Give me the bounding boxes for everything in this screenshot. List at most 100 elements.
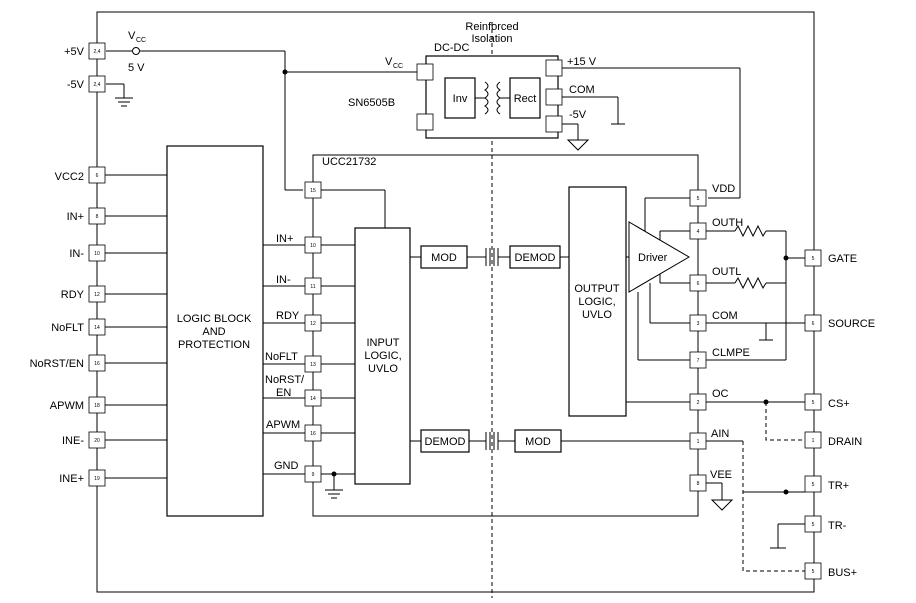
svg-text:20: 20 bbox=[94, 438, 100, 444]
svg-text:CS+: CS+ bbox=[828, 398, 850, 410]
ic-pin-vdd: 5 VDD bbox=[689, 183, 735, 207]
svg-text:CLMPE: CLMPE bbox=[712, 347, 750, 359]
left-pin-in-minus: IN- 10 bbox=[69, 244, 167, 262]
svg-text:19: 19 bbox=[94, 476, 100, 482]
svg-text:5: 5 bbox=[812, 569, 815, 575]
svg-text:EN: EN bbox=[276, 387, 291, 399]
svg-text:AIN: AIN bbox=[711, 428, 729, 440]
svg-text:+15 V: +15 V bbox=[567, 56, 597, 68]
right-pin-tr-minus: 5 TR- bbox=[804, 515, 847, 533]
driver-label: Driver bbox=[638, 252, 668, 264]
dcdc-module: DC-DC V CC Inv Rect +15 V COM -5V SN6505… bbox=[348, 42, 597, 139]
ic-pin-outl: 6 OUTL bbox=[689, 266, 741, 292]
isolation-label-line2: Isolation bbox=[472, 33, 513, 45]
svg-text:10: 10 bbox=[94, 251, 100, 257]
logic-block bbox=[166, 145, 264, 517]
ic-pin-clmpe: 7 CLMPE bbox=[689, 347, 750, 369]
ic-name: UCC21732 bbox=[322, 156, 376, 168]
svg-text:PROTECTION: PROTECTION bbox=[178, 339, 250, 351]
left-pin-noflt: NoFLT 14 bbox=[51, 318, 167, 336]
left-pin-apwm: APWM 18 bbox=[50, 396, 167, 414]
svg-text:MOD: MOD bbox=[525, 436, 551, 448]
vee-ground-icon-bottom bbox=[710, 499, 734, 511]
svg-text:TR-: TR- bbox=[828, 520, 847, 532]
ic-pin-norst-en: NoRST/ EN 14 bbox=[263, 374, 355, 407]
svg-text:DRAIN: DRAIN bbox=[828, 436, 862, 448]
svg-text:5: 5 bbox=[812, 400, 815, 406]
left-pin-plus5v: +5V 2,4 bbox=[64, 42, 106, 60]
svg-text:8: 8 bbox=[96, 214, 99, 220]
rect-block bbox=[509, 77, 541, 119]
svg-text:IN+: IN+ bbox=[276, 233, 293, 245]
svg-text:INE+: INE+ bbox=[59, 473, 84, 485]
transformer-primary-icon bbox=[484, 81, 489, 115]
resistor-outl-icon bbox=[734, 276, 767, 290]
svg-text:4: 4 bbox=[697, 229, 700, 235]
svg-text:8: 8 bbox=[697, 481, 700, 487]
ic-pin-15: 15 bbox=[304, 181, 386, 228]
svg-text:5: 5 bbox=[812, 256, 815, 262]
svg-text:GATE: GATE bbox=[828, 253, 857, 265]
svg-text:NoRST/EN: NoRST/EN bbox=[30, 358, 84, 370]
svg-text:12: 12 bbox=[94, 292, 100, 298]
output-logic-block bbox=[568, 186, 627, 417]
ic-pin-vee: 8 VEE bbox=[689, 469, 732, 492]
svg-text:-5V: -5V bbox=[67, 79, 85, 91]
svg-text:11: 11 bbox=[310, 284, 315, 290]
right-pin-bus-plus: 5 BUS+ bbox=[804, 562, 857, 580]
svg-text:3: 3 bbox=[697, 321, 700, 327]
svg-text:9: 9 bbox=[312, 472, 315, 478]
svg-text:BUS+: BUS+ bbox=[828, 567, 857, 579]
ic-pin-gnd: GND 9 bbox=[263, 460, 355, 499]
svg-text:IN+: IN+ bbox=[67, 211, 84, 223]
svg-text:15: 15 bbox=[310, 188, 316, 194]
svg-text:COM: COM bbox=[569, 84, 595, 96]
left-pin-ine-minus: INE- 20 bbox=[62, 431, 167, 449]
svg-text:5: 5 bbox=[812, 482, 815, 488]
vcc-junction bbox=[282, 69, 288, 75]
svg-text:2: 2 bbox=[697, 400, 700, 406]
svg-text:NoFLT: NoFLT bbox=[265, 351, 298, 363]
dcdc-part: SN6505B bbox=[348, 97, 395, 109]
svg-text:18: 18 bbox=[94, 403, 100, 409]
svg-text:NoRST/: NoRST/ bbox=[265, 374, 305, 386]
svg-text:13: 13 bbox=[310, 362, 316, 368]
svg-text:OUTPUT: OUTPUT bbox=[574, 283, 620, 295]
right-pin-source: 6 SOURCE bbox=[804, 314, 875, 332]
svg-text:MOD: MOD bbox=[431, 252, 457, 264]
right-pin-gate: 5 GATE bbox=[804, 249, 857, 267]
ground-symbol-left bbox=[115, 97, 133, 107]
svg-text:VCC2: VCC2 bbox=[55, 171, 84, 183]
svg-text:AND: AND bbox=[202, 326, 225, 338]
right-pin-tr-plus: 5 TR+ bbox=[804, 475, 849, 493]
svg-text:IN-: IN- bbox=[276, 274, 291, 286]
svg-text:SOURCE: SOURCE bbox=[828, 318, 875, 330]
svg-text:DEMOD: DEMOD bbox=[515, 252, 556, 264]
ic-pin-apwm: APWM 16 bbox=[263, 419, 355, 442]
svg-text:RDY: RDY bbox=[276, 310, 300, 322]
svg-text:CC: CC bbox=[393, 63, 403, 70]
svg-text:INE-: INE- bbox=[62, 435, 84, 447]
ic-pin-rdy: RDY 12 bbox=[263, 310, 355, 332]
dcdc-title: DC-DC bbox=[434, 42, 469, 54]
svg-text:6: 6 bbox=[697, 281, 700, 287]
svg-text:GND: GND bbox=[274, 460, 299, 472]
svg-text:14: 14 bbox=[310, 396, 316, 402]
driver-amplifier-icon bbox=[628, 221, 690, 293]
svg-text:6: 6 bbox=[96, 173, 99, 179]
isolation-label-line1: Reinforced bbox=[465, 21, 518, 33]
svg-text:RDY: RDY bbox=[61, 289, 85, 301]
svg-text:16: 16 bbox=[94, 361, 100, 367]
svg-text:14: 14 bbox=[94, 325, 100, 331]
svg-text:+5V: +5V bbox=[64, 46, 85, 58]
ic-pin-noflt: NoFLT 13 bbox=[263, 351, 355, 373]
input-logic-block bbox=[354, 227, 411, 485]
svg-text:-5V: -5V bbox=[569, 109, 587, 121]
svg-text:5: 5 bbox=[697, 196, 700, 202]
isolation-capacitor-bottom-icon bbox=[485, 432, 499, 450]
svg-text:UVLO: UVLO bbox=[368, 363, 398, 375]
svg-text:2,4: 2,4 bbox=[94, 82, 101, 88]
svg-text:NoFLT: NoFLT bbox=[51, 322, 84, 334]
ic-pin-oc: 2 OC bbox=[689, 388, 729, 411]
svg-text:1: 1 bbox=[697, 439, 700, 445]
